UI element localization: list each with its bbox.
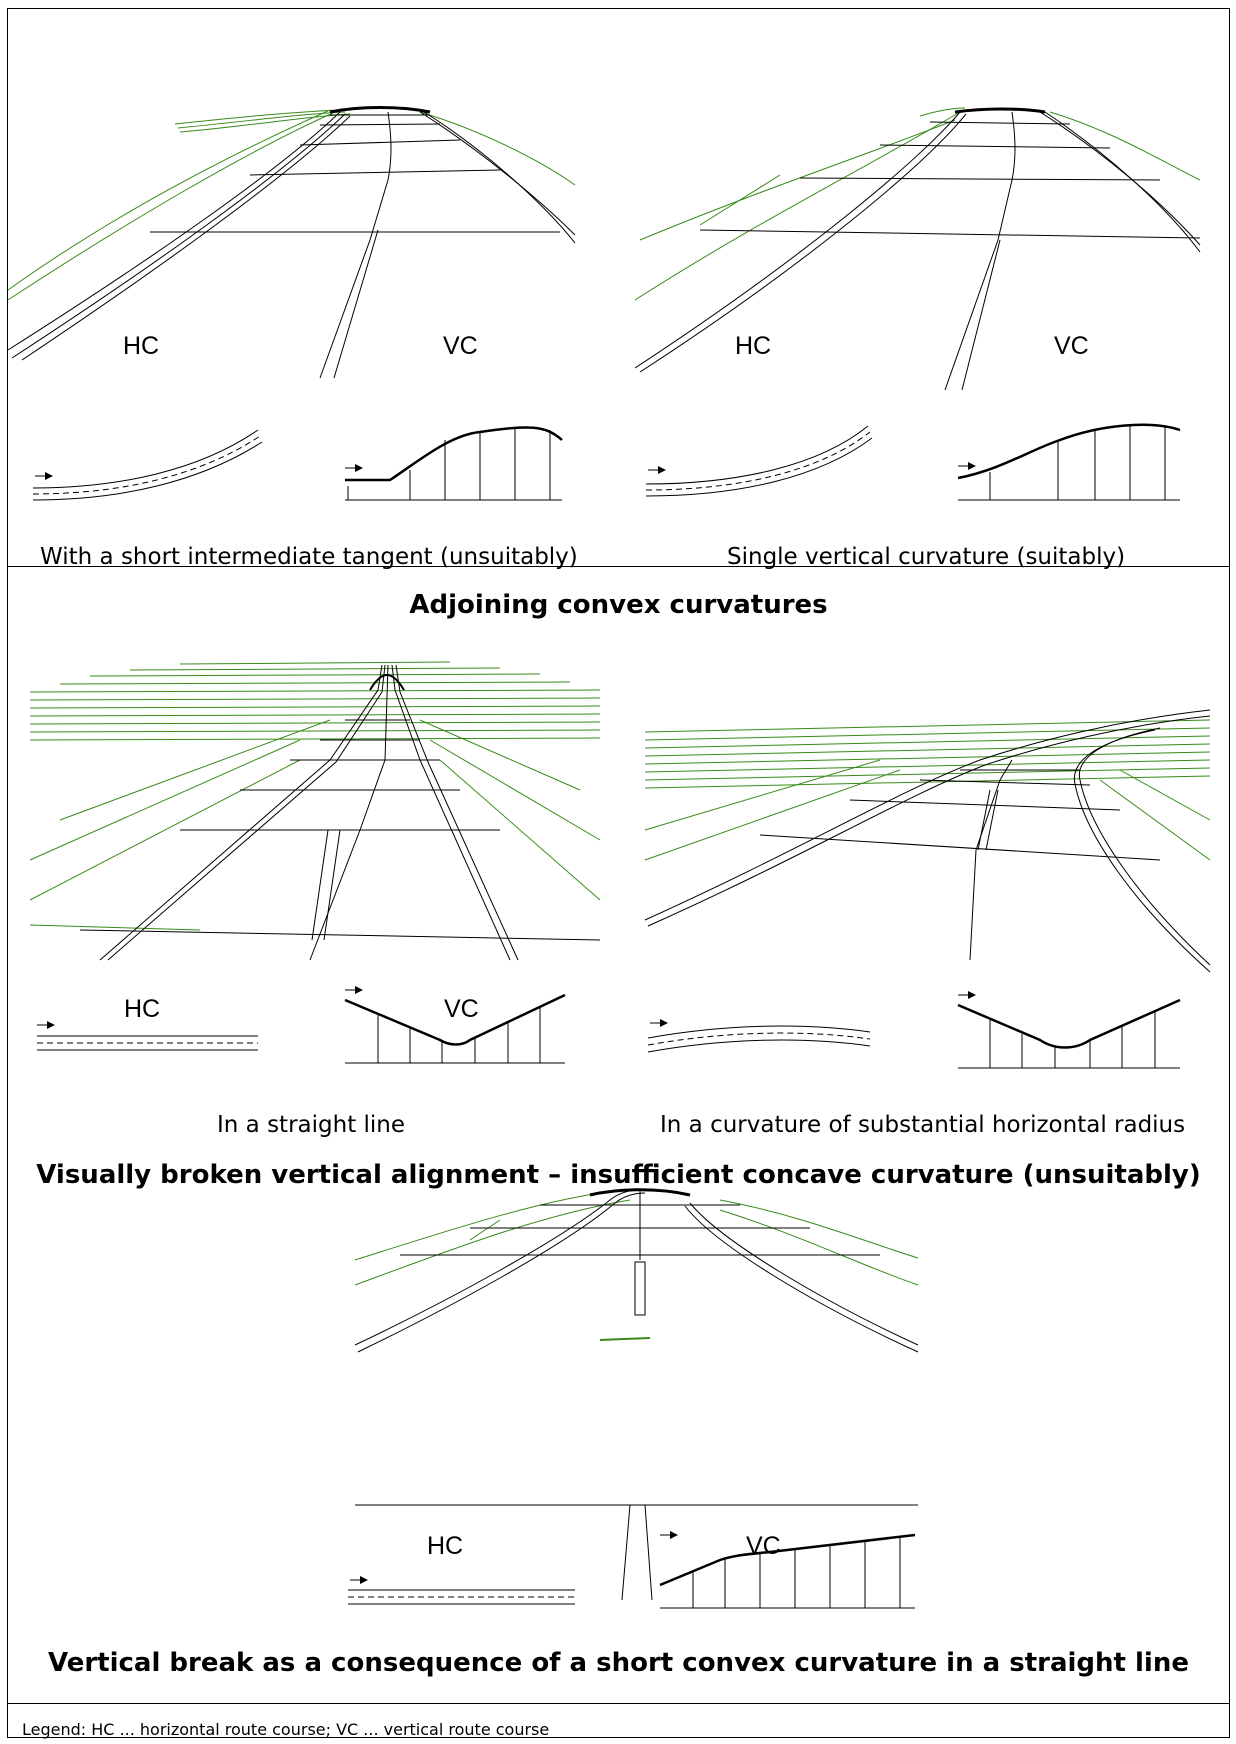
caption-s2-right: In a curvature of substantial horizontal… bbox=[660, 1112, 1186, 1138]
title-section3: Vertical break as a consequence of a sho… bbox=[48, 1648, 1189, 1678]
caption-s1-left: With a short intermediate tangent (unsui… bbox=[40, 544, 578, 570]
section1-left-perspective bbox=[7, 106, 576, 379]
section1-left-schemes bbox=[32, 426, 563, 501]
hc-label-s1-left: HC bbox=[123, 332, 160, 360]
section-divider-1 bbox=[7, 566, 1230, 567]
section2-left-perspective bbox=[29, 661, 601, 961]
section2-right-schemes bbox=[647, 991, 1181, 1069]
section3-perspective bbox=[354, 1188, 919, 1601]
vc-label-s3: VC bbox=[746, 1532, 781, 1560]
section2-left-schemes bbox=[37, 986, 566, 1064]
figure-frame bbox=[7, 8, 1230, 1738]
vc-label-s2-left: VC bbox=[444, 995, 479, 1023]
caption-s1-right: Single vertical curvature (suitably) bbox=[727, 544, 1126, 570]
vc-label-s1-right: VC bbox=[1054, 332, 1089, 360]
hc-label-s2-left: HC bbox=[124, 995, 161, 1023]
section-divider-2 bbox=[7, 1703, 1230, 1704]
hc-label-s1-right: HC bbox=[735, 332, 772, 360]
caption-s2-left: In a straight line bbox=[217, 1112, 406, 1138]
section3-schemes bbox=[348, 1531, 916, 1609]
title-section1: Adjoining convex curvatures bbox=[409, 590, 828, 620]
section2-right-perspective bbox=[644, 709, 1211, 973]
hc-label-s3: HC bbox=[427, 1532, 464, 1560]
title-section2: Visually broken vertical alignment – ins… bbox=[36, 1160, 1201, 1190]
section1-right-schemes bbox=[645, 423, 1181, 501]
vc-label-s1-left: VC bbox=[443, 332, 478, 360]
legend-text: Legend: HC ... horizontal route course; … bbox=[22, 1720, 550, 1739]
section1-right-perspective bbox=[634, 107, 1201, 391]
